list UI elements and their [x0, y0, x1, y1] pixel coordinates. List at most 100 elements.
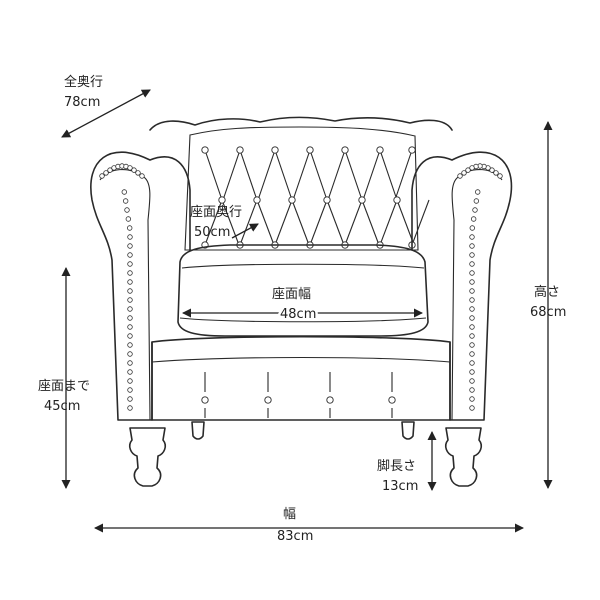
nailhead-stud [122, 198, 129, 204]
nailhead-stud [475, 189, 481, 195]
nailhead-stud [469, 243, 475, 249]
nailhead-stud [470, 216, 477, 222]
front-seat-edge [151, 356, 451, 363]
nailhead-stud [469, 324, 475, 330]
nailhead-stud [131, 167, 137, 173]
tufting-seam [396, 199, 415, 246]
tufting-seam [379, 149, 398, 201]
backrest-inner-outline [184, 126, 419, 251]
tufting-button [323, 196, 331, 204]
nailhead-stud [469, 333, 475, 339]
nailhead-stud [489, 167, 495, 173]
backrest-top-outline [149, 116, 453, 131]
leg-length-value: 13cm [382, 479, 418, 494]
tufting-button [218, 196, 226, 204]
nailhead-stud [127, 351, 133, 357]
nailhead-stud [469, 360, 475, 366]
nailhead-stud [469, 297, 475, 303]
nailhead-stud [127, 315, 133, 321]
nailhead-stud [469, 252, 475, 258]
front-panel-button [201, 396, 209, 404]
nailhead-stud [469, 234, 475, 240]
tufting-button [358, 196, 366, 204]
seat-cushion-outline [177, 244, 429, 337]
nailhead-stud [127, 297, 133, 303]
tufting-seam [326, 199, 345, 246]
depth-total-value: 78cm [64, 95, 100, 110]
front-panel-buttons [201, 372, 396, 418]
nailhead-stud [469, 165, 475, 171]
nailhead-stud [473, 198, 480, 204]
tufting-seam [411, 199, 430, 246]
nailhead-stud [469, 270, 475, 276]
left-armrest-outline [90, 151, 191, 421]
nailhead-stud [469, 225, 475, 231]
tufting-button [408, 146, 416, 154]
seat-depth-label: 座面奥行 [190, 205, 242, 220]
nailhead-stud [493, 170, 499, 176]
width-value: 83cm [277, 529, 313, 544]
tufting-seam [344, 199, 363, 246]
nailhead-stud [127, 279, 133, 285]
nailhead-stud [469, 369, 475, 375]
nailhead-stud [127, 324, 133, 330]
tufting-button [201, 146, 209, 154]
height-value: 68cm [530, 305, 566, 320]
seat-width-value: 48cm [280, 307, 316, 322]
nailhead-stud [124, 207, 130, 213]
tufting-seam [221, 199, 240, 246]
nailhead-stud [469, 342, 475, 348]
tufting-button [236, 146, 244, 154]
nailhead-stud [127, 252, 133, 258]
nailhead-stud [469, 306, 475, 312]
back-left-leg [191, 421, 205, 440]
nailhead-stud [139, 173, 145, 179]
nailhead-stud [469, 288, 475, 294]
tufting-seam [394, 149, 413, 201]
seat-width-label: 座面幅 [272, 287, 311, 302]
nailhead-stud [469, 378, 475, 384]
nailhead-stud [461, 170, 467, 176]
tufting-seam [204, 149, 223, 201]
tufting-seam [344, 149, 363, 201]
nailhead-stud [135, 170, 141, 176]
nailhead-stud [125, 216, 132, 222]
tufting-seam [291, 199, 310, 246]
tufting-seam [239, 199, 258, 246]
tufting-button [376, 146, 384, 154]
tufting-seam [362, 149, 381, 201]
nailhead-stud [127, 234, 133, 240]
width-label: 幅 [283, 507, 296, 522]
nailhead-stud [127, 342, 133, 348]
depth-total-label: 全奥行 [64, 74, 103, 90]
tufting-seam [274, 149, 293, 201]
seat-depth-arrow [231, 223, 259, 239]
nailhead-stud [127, 165, 133, 171]
nailhead-stud [127, 396, 133, 402]
nailhead-stud [127, 243, 133, 249]
right-armrest-outline [411, 151, 513, 421]
tufting-button [341, 146, 349, 154]
left-armrest-scroll [99, 169, 151, 421]
nailhead-stud [469, 279, 475, 285]
dimension-labels: 全奥行 78cm 座面奥行 50cm 座面幅 48cm 高さ 68cm 座面まで… [38, 74, 566, 544]
nailhead-stud [127, 288, 133, 294]
tufting-seam [361, 199, 380, 246]
nailhead-stud [469, 315, 475, 321]
right-armrest-scroll [451, 169, 503, 421]
seat-cushion-welt-bottom [179, 317, 427, 323]
tufting-button [306, 146, 314, 154]
front-base-outline [151, 335, 451, 421]
seat-height-value: 45cm [44, 399, 80, 414]
front-right-leg [445, 427, 482, 487]
nailhead-stud [127, 369, 133, 375]
nailhead-stud [99, 173, 105, 179]
dimension-lines [61, 89, 553, 533]
nailhead-stud [469, 261, 475, 267]
nailhead-stud [121, 189, 127, 195]
tufting-seam [204, 199, 223, 246]
seat-height-label: 座面まで [38, 379, 90, 394]
tufting-button [271, 146, 279, 154]
nailhead-stud [457, 173, 463, 179]
